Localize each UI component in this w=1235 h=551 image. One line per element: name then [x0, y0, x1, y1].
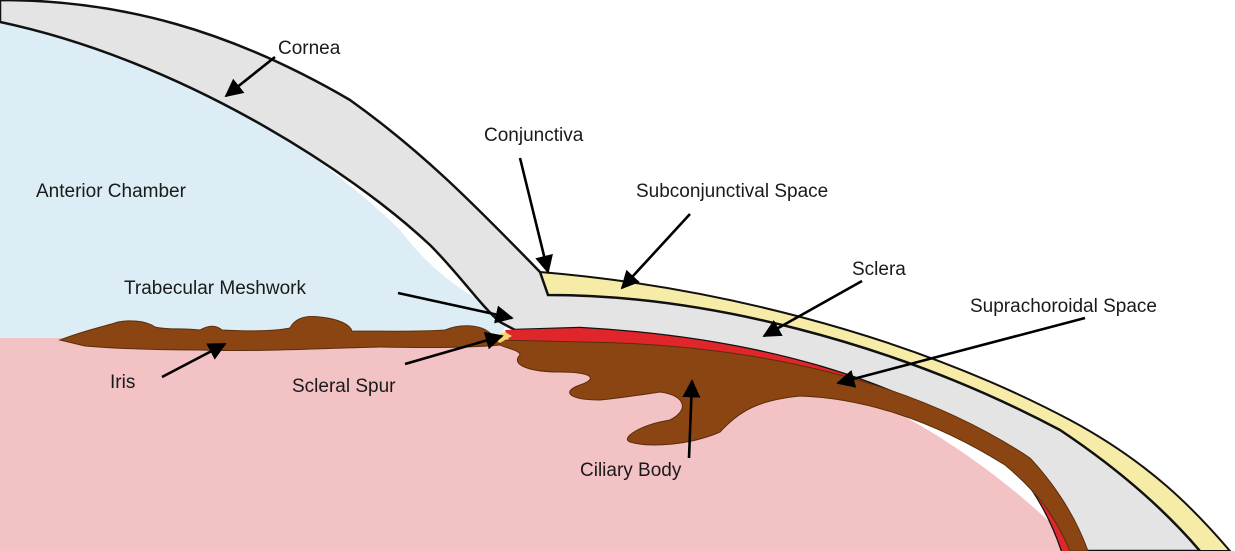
trabecular-meshwork-label: Trabecular Meshwork	[124, 278, 306, 299]
iris-label: Iris	[110, 372, 135, 393]
suprachoroidal-space-label: Suprachoroidal Space	[970, 296, 1157, 317]
cornea-label: Cornea	[278, 38, 341, 59]
conjunctiva-label: Conjunctiva	[484, 125, 584, 146]
sclera-label: Sclera	[852, 259, 906, 280]
scleral-spur-label: Scleral Spur	[292, 376, 396, 397]
anterior-chamber-label: Anterior Chamber	[36, 181, 187, 202]
subconjunctival-arrow	[622, 214, 690, 288]
subconjunctival-space-label: Subconjunctival Space	[636, 181, 828, 202]
ciliary-body-label: Ciliary Body	[580, 460, 682, 481]
